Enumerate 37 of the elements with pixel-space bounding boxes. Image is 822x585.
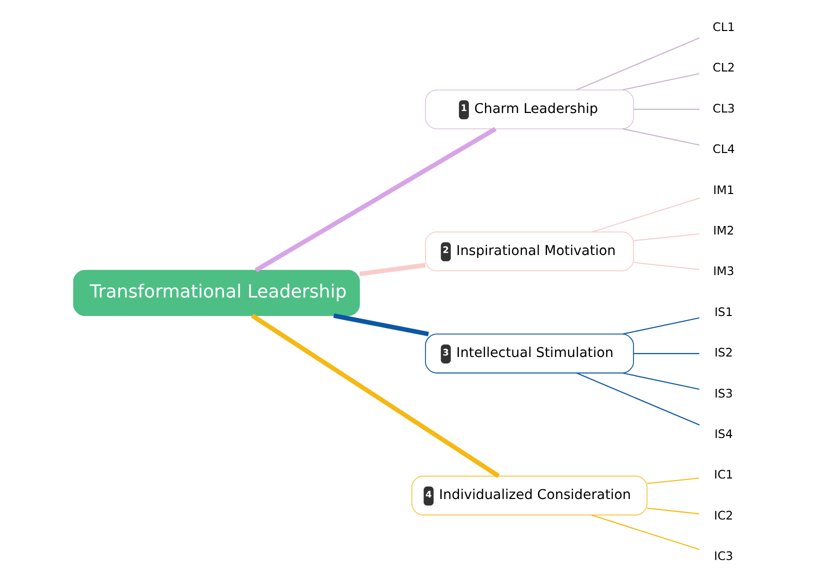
node-text: IC3 (714, 549, 734, 564)
connector (592, 198, 700, 232)
connector (254, 126, 497, 272)
connector (622, 372, 700, 390)
node-text: CL1 (712, 20, 735, 34)
node-text: CL2 (712, 60, 735, 75)
node-text: IS2 (714, 346, 733, 360)
node-text: IS4 (714, 427, 733, 442)
node-box: 2 Inspirational Motivation (425, 231, 634, 272)
node-box: 3 Intellectual Stimulation (425, 334, 634, 374)
node-text: CL3 (712, 101, 735, 116)
connector (634, 262, 700, 270)
node-text: IM1 (713, 182, 734, 197)
node-box: Transformational Leadership (73, 270, 360, 316)
connector (622, 73, 700, 90)
connector (647, 478, 700, 484)
connector (634, 353, 700, 354)
connector (333, 313, 429, 336)
node-text: IC2 (714, 508, 734, 522)
connector (576, 372, 700, 426)
connector (622, 317, 700, 335)
node-box: 1 Charm Leadership (425, 89, 634, 130)
node-text: IS1 (714, 304, 733, 319)
connector (591, 514, 700, 550)
node-text: IM3 (713, 264, 734, 278)
connector (250, 314, 500, 478)
connector (622, 128, 700, 146)
connector (576, 37, 700, 90)
connector (634, 233, 700, 242)
connector (359, 262, 426, 276)
node-text: IS3 (714, 386, 733, 400)
node-text: IC1 (714, 468, 734, 482)
node-text: IM2 (713, 224, 734, 238)
node-box: 4 Individualized Consideration (411, 476, 648, 516)
node-text: CL4 (712, 142, 735, 156)
connector (634, 108, 700, 110)
connector (647, 508, 700, 514)
